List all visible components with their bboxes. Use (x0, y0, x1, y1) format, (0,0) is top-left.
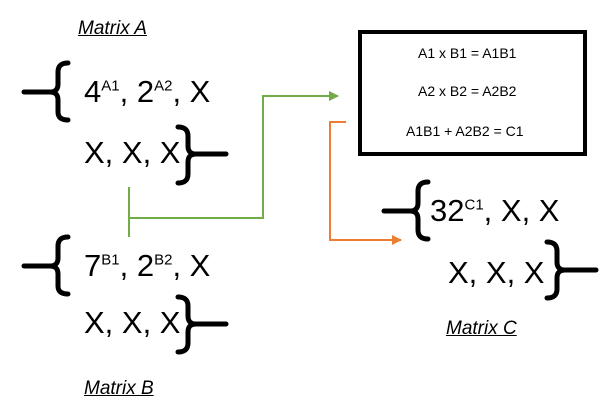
matrix-c-row1-rest: , X, X (483, 193, 560, 228)
matrix-b-row1-rest: , X (172, 248, 211, 283)
matrix-c-row1: 32C1, X, X (430, 195, 559, 226)
matrix-c-left-brace (381, 179, 431, 242)
matrix-c-row2: X, X, X (448, 255, 545, 290)
matrix-a-row1-rest: , X (172, 74, 211, 109)
matrix-c-value-c1: 32 (430, 193, 465, 228)
matrix-b-title: Matrix B (84, 378, 154, 399)
matrix-a-right-brace (175, 124, 229, 186)
matrix-b-label-b1: B1 (101, 251, 120, 269)
matrix-b-right-brace (175, 294, 229, 355)
formula-line-3: A1B1 + A2B2 = C1 (406, 123, 524, 139)
matrix-b-row2: X, X, X (84, 305, 181, 340)
matrix-b-left-brace (21, 234, 71, 297)
formula-box-border (358, 30, 587, 156)
formula-line-1: A1 x B1 = A1B1 (418, 45, 517, 61)
matrix-b-separator: , (119, 248, 137, 283)
matrix-b-value-b1: 7 (84, 248, 102, 283)
matrix-a-left-brace (21, 60, 71, 123)
matrix-a-label-a2: A2 (154, 77, 173, 95)
matrix-b-label-b2: B2 (154, 251, 173, 269)
matrix-c-label-c1: C1 (464, 196, 484, 214)
matrix-a-row2: X, X, X (84, 135, 181, 170)
formula-line-2: A2 x B2 = A2B2 (418, 83, 517, 99)
matrix-a-row1: 4A1, 2A2, X (84, 76, 210, 107)
matrix-b-value-b2: 2 (136, 248, 155, 283)
matrix-c-right-brace (544, 239, 599, 301)
matrix-b-row1: 7B1, 2B2, X (84, 250, 210, 281)
matrix-a-value-a2: 2 (136, 74, 155, 109)
matrix-a-separator: , (119, 74, 137, 109)
matrix-a-label-a1: A1 (101, 77, 120, 95)
orange-arrow (329, 121, 402, 245)
matrix-a-title: Matrix A (78, 18, 147, 39)
matrix-a-value-a1: 4 (84, 74, 102, 109)
matrix-c-title: Matrix C (446, 318, 517, 339)
green-arrow (128, 91, 339, 237)
